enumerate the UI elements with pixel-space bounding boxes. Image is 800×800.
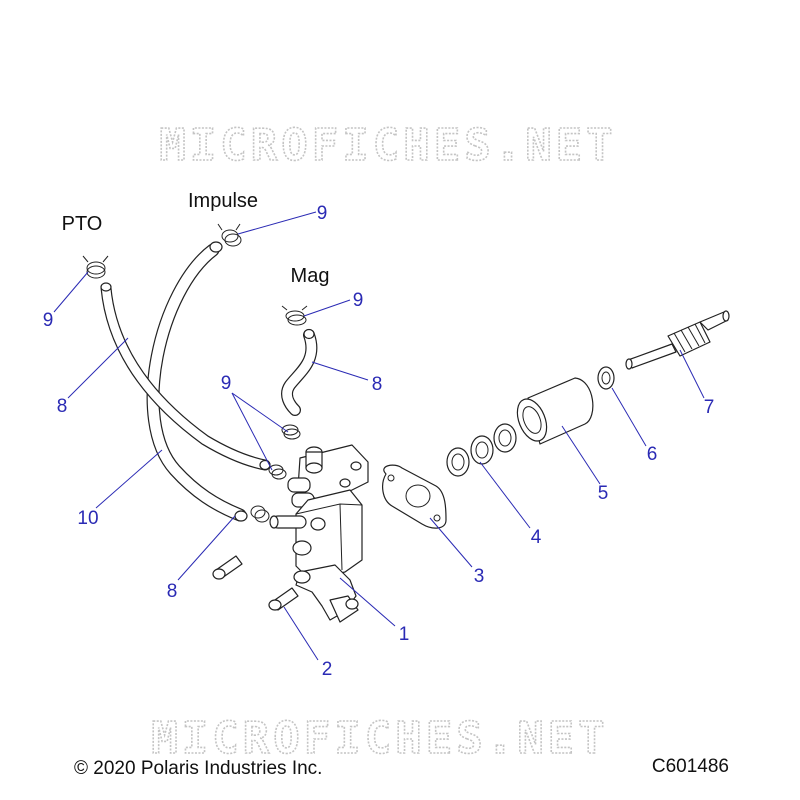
callout-10: 10	[77, 508, 98, 529]
diagram-code: C601486	[652, 756, 729, 777]
callout-2: 2	[322, 659, 333, 680]
gasket	[382, 464, 447, 529]
washer-2	[470, 435, 494, 465]
clamp-mag	[281, 305, 308, 326]
callout-7: 7	[704, 397, 715, 418]
drive-gear-shaft	[625, 310, 730, 370]
watermark-top: MICROFICHES.NET	[159, 120, 616, 171]
hose-8-pto	[100, 282, 271, 471]
hose-8-mag	[281, 328, 318, 416]
callout-1: 1	[399, 624, 410, 645]
callout-3: 3	[474, 566, 485, 587]
label-mag: Mag	[291, 265, 330, 287]
sleeve	[516, 377, 594, 445]
callout-9-impulse: 9	[317, 203, 328, 224]
clamp-lower	[250, 505, 270, 523]
callout-8-pto: 8	[57, 396, 68, 417]
oil-pump-body	[269, 444, 369, 623]
washer-3	[493, 423, 517, 453]
leader-lines	[53, 211, 705, 661]
callout-9-mag: 9	[353, 290, 364, 311]
label-pto: PTO	[62, 213, 103, 235]
bolt-lower	[268, 587, 299, 611]
bolt-upper	[212, 555, 243, 580]
copyright-text: © 2020 Polaris Industries Inc.	[74, 758, 322, 779]
clamp-pto	[82, 255, 109, 279]
washer-1	[446, 447, 470, 477]
callout-4: 4	[531, 527, 542, 548]
clamp-center-lower	[268, 464, 287, 480]
clamp-impulse	[217, 223, 242, 247]
callout-6: 6	[647, 444, 658, 465]
label-impulse: Impulse	[188, 190, 258, 212]
thrust-washer	[597, 366, 615, 390]
callout-8-mag: 8	[372, 374, 383, 395]
hose-10	[146, 241, 248, 522]
callout-9-center: 9	[221, 373, 232, 394]
callout-5: 5	[598, 483, 609, 504]
callout-9-pto: 9	[43, 310, 54, 331]
clamp-center-upper	[281, 424, 301, 440]
watermark-bottom: MICROFICHES.NET	[151, 713, 608, 764]
callout-8-lower: 8	[167, 581, 178, 602]
